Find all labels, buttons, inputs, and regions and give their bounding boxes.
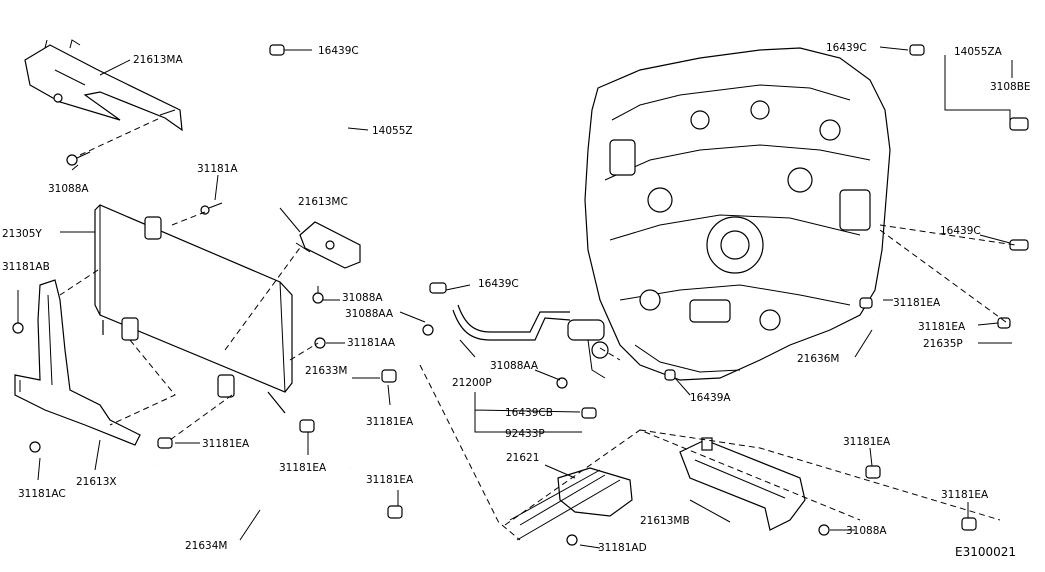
hoses bbox=[153, 51, 1026, 545]
label-e3100021: E3100021 bbox=[955, 545, 1016, 559]
clamp-16439c-r1 bbox=[909, 44, 925, 56]
leader-lines bbox=[37, 46, 1013, 549]
bolt-31181ab bbox=[12, 290, 24, 334]
bracket-21613mb bbox=[679, 437, 806, 531]
label-31088a-r: 31088A bbox=[846, 525, 887, 537]
fasteners bbox=[12, 44, 1029, 546]
bolt-31088aa-1 bbox=[422, 324, 434, 336]
label-31181ac: 31181AC bbox=[18, 488, 66, 500]
clamp-31181ea-mid bbox=[299, 419, 315, 433]
label-21635p: 21635P bbox=[923, 338, 963, 350]
callout-labels: 21613MA 16439C 14055Z 16439C 14055ZA 310… bbox=[2, 42, 1031, 559]
label-31181ea-r4: 31181EA bbox=[941, 489, 989, 501]
label-31181ea-r2: 31181EA bbox=[918, 321, 966, 333]
label-21613mb: 21613MB bbox=[640, 515, 690, 527]
label-31088aa-2: 31088AA bbox=[490, 360, 539, 372]
label-31181ea-mid: 31181EA bbox=[279, 462, 327, 474]
label-31088aa-1: 31088AA bbox=[345, 308, 394, 320]
transmission-assembly bbox=[584, 47, 891, 381]
bolt-31088aa-2 bbox=[556, 377, 568, 389]
clamp-31181ea-r3 bbox=[865, 465, 881, 479]
label-16439c-r1: 16439C bbox=[826, 42, 867, 54]
label-31181ea-m: 31181EA bbox=[366, 416, 414, 428]
label-31181ea-b: 31181EA bbox=[366, 474, 414, 486]
clamp-31181ea-r1 bbox=[859, 297, 873, 309]
bracket-21613mc bbox=[295, 221, 361, 269]
bolt-31181aa bbox=[314, 337, 326, 349]
bracket-21621 bbox=[509, 467, 633, 541]
label-16439c-r2: 16439C bbox=[940, 225, 981, 237]
label-31181aa: 31181AA bbox=[347, 337, 396, 349]
clamp-31181ea-b bbox=[387, 505, 403, 519]
bolt-31088a-tl bbox=[66, 151, 91, 166]
label-31181a: 31181A bbox=[197, 163, 238, 175]
label-16439c-mid: 16439C bbox=[478, 278, 519, 290]
bolt-31181a bbox=[200, 202, 223, 215]
label-3108be: 3108BE bbox=[990, 81, 1031, 93]
clamp-16439c-mid bbox=[429, 282, 447, 294]
label-21633m: 21633M bbox=[305, 365, 347, 377]
clamp-16439cb bbox=[581, 407, 597, 419]
clamp-16439a bbox=[664, 369, 676, 381]
label-31088a-tl: 31088A bbox=[48, 183, 89, 195]
bolt-31088a-mid bbox=[312, 286, 324, 304]
clamp-16439c-r2 bbox=[1009, 239, 1029, 251]
label-14055za: 14055ZA bbox=[954, 46, 1003, 58]
bolt-31181ac bbox=[29, 441, 41, 453]
bracket-21613ma bbox=[24, 39, 183, 132]
clamp-31181ea-r4 bbox=[961, 517, 977, 531]
label-21613x: 21613X bbox=[76, 476, 117, 488]
clamp-31181ea-m bbox=[381, 369, 397, 383]
clamp-16439c-top bbox=[269, 44, 285, 56]
clamp-31181ea-l bbox=[157, 437, 173, 449]
label-31181ad: 31181AD bbox=[598, 542, 647, 554]
label-16439c-top: 16439C bbox=[318, 45, 359, 57]
label-14055z: 14055Z bbox=[372, 125, 413, 137]
label-16439a: 16439A bbox=[690, 392, 731, 404]
label-31181ea-r1: 31181EA bbox=[893, 297, 941, 309]
label-21634m: 21634M bbox=[185, 540, 227, 552]
bolt-31181ad bbox=[566, 534, 578, 546]
oil-cooler-21305y bbox=[94, 204, 293, 414]
bolt-31088a-r bbox=[818, 524, 830, 536]
label-21613ma: 21613MA bbox=[133, 54, 183, 66]
clamp-31181ea-r2 bbox=[997, 317, 1011, 329]
label-31181ea-r3: 31181EA bbox=[843, 436, 891, 448]
label-92433p: 92433P bbox=[505, 428, 545, 440]
label-16439cb: 16439CB bbox=[505, 407, 553, 419]
label-21305y: 21305Y bbox=[2, 228, 42, 240]
label-31088a-mid: 31088A bbox=[342, 292, 383, 304]
label-21613mc: 21613MC bbox=[298, 196, 348, 208]
bracket-21613x bbox=[14, 279, 141, 446]
clamp-3108be bbox=[1009, 117, 1029, 131]
label-31181ab: 31181AB bbox=[2, 261, 50, 273]
label-31181ea-l: 31181EA bbox=[202, 438, 250, 450]
label-21636m: 21636M bbox=[797, 353, 839, 365]
guide-lines bbox=[59, 117, 1016, 541]
label-21200p: 21200P bbox=[452, 377, 492, 389]
label-21621: 21621 bbox=[506, 452, 539, 464]
